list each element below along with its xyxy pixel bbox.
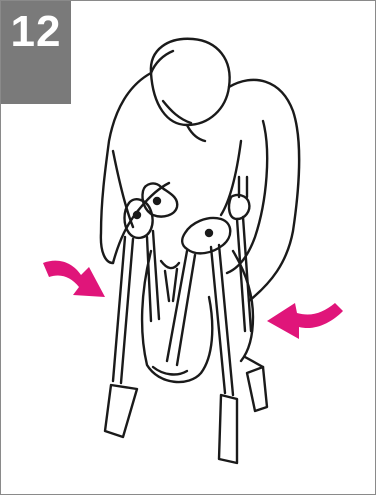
push-left-arrow-icon (267, 303, 343, 339)
leg-right-inner (211, 245, 233, 395)
foot-left (105, 385, 137, 437)
leg-left-inner (147, 231, 159, 321)
person-head (151, 39, 230, 125)
foot-right (219, 395, 237, 463)
person-left-arm (113, 183, 169, 263)
foot-back-right (247, 367, 267, 411)
person-torso (101, 73, 151, 263)
far-right-hinge (229, 195, 249, 219)
push-right-arrow-icon (43, 261, 105, 297)
leg-left-outer (113, 237, 133, 383)
